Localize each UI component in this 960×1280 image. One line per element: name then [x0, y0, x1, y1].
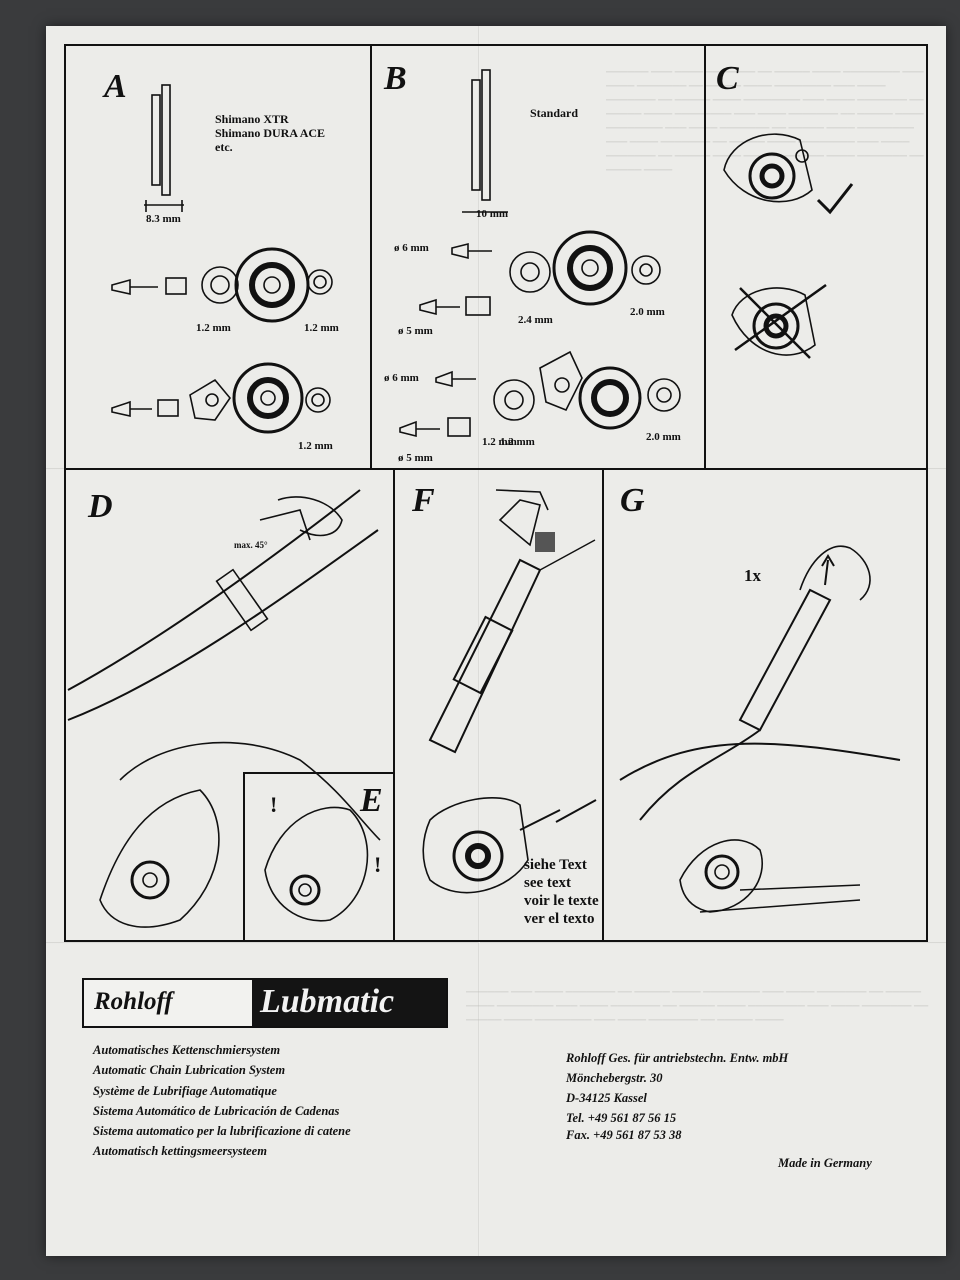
grid-divider: [64, 468, 928, 470]
model-label: etc.: [215, 140, 233, 154]
system-names: Automatisches Kettenschmiersystem Automa…: [93, 1040, 351, 1162]
system-name: Automatic Chain Lubrication System: [93, 1063, 286, 1078]
product-name: Lubmatic: [252, 980, 446, 1026]
spacer-label: 1.2 mm: [196, 322, 231, 334]
panel-c-letter: C: [716, 60, 739, 97]
brand-name: Rohloff: [94, 988, 173, 1015]
spacer-label: 2.0 mm: [630, 306, 665, 318]
panel-a-drawing: [111, 84, 333, 434]
system-name: Automatisches Kettenschmiersystem: [93, 1043, 281, 1057]
width-label: 10 mm: [476, 208, 509, 220]
panel-c-drawing: [723, 133, 854, 359]
panel-f-drawing: [428, 489, 596, 754]
angle-label: max. 45°: [234, 540, 268, 550]
system-name: Automatisch kettingsmeersysteem: [93, 1144, 267, 1159]
panel-g-drawing: [619, 545, 901, 913]
model-label: Shimano XTR: [215, 112, 289, 126]
instruction-sheet: ────── ─── ──── ─────── ── ───── ──── ──…: [46, 26, 946, 1256]
spacer-label: 1.2 mm: [482, 436, 517, 448]
spacer-label: 2.4 mm: [518, 314, 553, 326]
spacer-label: 1.2 mm: [304, 322, 339, 334]
diameter-label: ø 6 mm: [394, 242, 429, 254]
fax: Fax. +49 561 87 53 38: [566, 1128, 682, 1142]
see-text-label: ver el texto: [524, 911, 595, 927]
grid-divider: [704, 44, 706, 470]
spacer-label: 2.0 mm: [646, 431, 681, 443]
see-text-label: voir le texte: [524, 893, 599, 909]
brand-logo: Rohloff Lubmatic: [82, 978, 448, 1028]
model-label: Shimano DURA ACE: [215, 126, 326, 140]
grid-divider: [602, 468, 604, 942]
figure-frame: [64, 44, 928, 942]
panel-e-letter: E: [360, 782, 383, 819]
city: D-34125 Kassel: [566, 1091, 647, 1105]
system-name: Sistema Automático de Lubricación de Cad…: [93, 1103, 340, 1118]
see-text-label: siehe Text: [524, 857, 587, 873]
grid-divider: [370, 44, 372, 470]
panel-f-letter: F: [412, 482, 435, 519]
diameter-label: ø 5 mm: [398, 325, 433, 337]
panel-d-letter: D: [88, 488, 113, 525]
company-name: Rohloff Ges. für antriebstechn. Entw. mb…: [566, 1051, 789, 1065]
count-label: 1x: [744, 566, 761, 585]
see-text-label: see text: [524, 875, 572, 891]
standard-label: Standard: [530, 106, 579, 120]
spacer-label: 1.2 mm: [500, 436, 535, 448]
telephone: Tel. +49 561 87 56 15: [566, 1111, 677, 1125]
made-in-label: Made in Germany: [778, 1156, 872, 1170]
diameter-label: ø 6 mm: [384, 372, 419, 384]
panel-a-letter: A: [104, 68, 127, 105]
width-label: 8.3 mm: [146, 213, 181, 225]
company-address: Rohloff Ges. für antriebstechn. Entw. mb…: [566, 1048, 788, 1142]
panel-g-letter: G: [620, 482, 645, 519]
svg-text:!: !: [270, 792, 277, 817]
diameter-label: ø 5 mm: [398, 452, 433, 464]
grid-divider: [243, 772, 395, 774]
system-name: Système de Lubrifiage Automatique: [93, 1083, 277, 1098]
street: Mönchebergstr. 30: [566, 1071, 663, 1085]
system-name: Sistema automatico per la lubrificazione…: [93, 1124, 351, 1139]
svg-text:!: !: [374, 852, 381, 877]
paper-fold: [46, 942, 946, 944]
panel-e-drawing: ! !: [264, 792, 597, 922]
panel-b-drawing: [399, 69, 681, 438]
bleed-through-text: ────── ─── ──── ─────── ── ───── ──── ──…: [466, 987, 929, 1026]
panel-b-letter: B: [384, 60, 407, 97]
grid-divider: [243, 772, 245, 942]
panel-d-drawing: [67, 489, 381, 928]
spacer-label: 1.2 mm: [298, 440, 333, 452]
grid-divider: [393, 468, 395, 942]
